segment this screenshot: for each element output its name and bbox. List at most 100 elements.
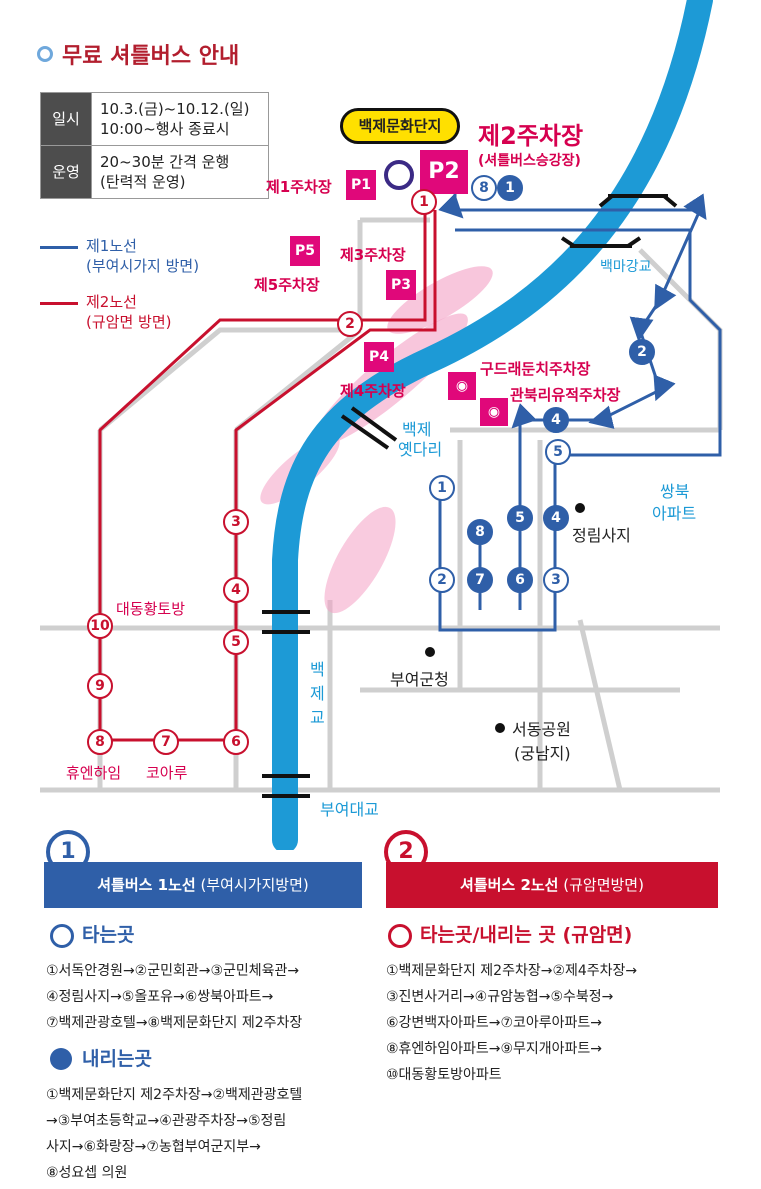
daedong-label: 대동황토방 (116, 600, 186, 618)
route2-stop-marker: 6 (223, 729, 249, 755)
parking-p4-badge: P4 (364, 342, 394, 372)
line2-band: 셔틀버스 2노선 (규암면방면) (386, 862, 718, 908)
line2-board-title: 타는곳/내리는 곳 (규암면) (420, 924, 633, 946)
buyeo-county-label: 부여군청 (390, 670, 449, 689)
line1-band-title: 셔틀버스 1노선 (97, 876, 196, 894)
schedule-line: (탄력적 운영) (100, 173, 186, 191)
parking-p2-badge: P2 (420, 150, 468, 194)
route1-stop-marker: 5 (507, 505, 533, 531)
parking-p5-badge: P5 (290, 236, 320, 266)
line1-alight-title: 내리는곳 (82, 1048, 152, 1070)
schedule-value: 20~30분 간격 운행 (탄력적 운영) (91, 145, 269, 199)
schedule-row-operation: 운영 20~30분 간격 운행 (탄력적 운영) (40, 145, 269, 199)
gwanbuk-label: 관북리유적주차장 (510, 386, 621, 404)
parking-p3-badge: P3 (386, 270, 416, 300)
baekje-bridge-label-2: 제 (310, 684, 325, 703)
p4-label: 제4주차장 (340, 382, 406, 400)
stop-line: ①서독안경원→②군민회관→③군민체육관→ (46, 963, 300, 979)
huen-label: 휴엔하임 (66, 764, 122, 782)
stop-line: →③부여초등학교→④관광주차장→⑤정림 (46, 1113, 287, 1129)
legend-line2: 제2노선 (규암면 방면) (86, 292, 171, 332)
line2-band-title: 셔틀버스 2노선 (460, 876, 559, 894)
gudrae-label: 구드래둔치주차장 (480, 360, 591, 378)
line1-alight-stops: ①백제문화단지 제2주차장→②백제관광호텔 →③부여초등학교→④관광주차장→⑤정… (46, 1082, 362, 1186)
legend-line2-label: 제2노선 (86, 293, 137, 311)
seodong-park-label-2: (궁남지) (514, 744, 571, 763)
p2-subtitle: (셔틀버스승강장) (478, 153, 581, 169)
shuttle-route-map (40, 0, 723, 850)
stop-line: ⑥강변백자아파트→⑦코아루아파트→ (386, 1015, 603, 1031)
route2-stop-marker: 8 (87, 729, 113, 755)
street-network (40, 217, 723, 793)
route2-stop-marker: 5 (223, 629, 249, 655)
schedule-row-date: 일시 10.3.(금)~10.12.(일) 10:00~행사 종료시 (40, 92, 269, 146)
p3-label: 제3주차장 (340, 246, 406, 264)
line1-band: 셔틀버스 1노선 (부여시가지방면) (44, 862, 362, 908)
p1-label: 제1주차장 (266, 178, 332, 196)
route1-stop-marker: 1 (429, 475, 455, 501)
stop-line: ④정림사지→⑤올포유→⑥쌍북아파트→ (46, 989, 274, 1005)
schedule-table: 일시 10.3.(금)~10.12.(일) 10:00~행사 종료시 운영 20… (40, 92, 269, 199)
stop-line: ⑧성요셉 의원 (46, 1165, 128, 1181)
route1-stop-marker: 8 (467, 519, 493, 545)
baekje-bridge-label-1: 백 (310, 660, 325, 679)
stop-line: 사지→⑥화랑장→⑦농협부여군지부→ (46, 1139, 261, 1155)
stop-line: ③진변사거리→④규암농협→⑤수북정→ (386, 989, 614, 1005)
line1-board-stops: ①서독안경원→②군민회관→③군민체육관→ ④정림사지→⑤올포유→⑥쌍북아파트→ … (46, 958, 362, 1036)
legend-line1: 제1노선 (부여시가지 방면) (86, 236, 199, 276)
stop-line: ⑩대동황토방아파트 (386, 1067, 502, 1083)
board-alight-circle-icon (388, 924, 412, 948)
route2-stop-marker: 1 (411, 189, 437, 215)
route1-stop-marker: 4 (543, 505, 569, 531)
alight-circle-icon (50, 1048, 72, 1070)
route1-stop-marker: 1 (497, 175, 523, 201)
baekje-old-bridge-label-1: 백제 (402, 420, 432, 439)
legend-line1-label: 제1노선 (86, 237, 137, 255)
route2-stop-marker: 10 (87, 613, 113, 639)
schedule-line: 10:00~행사 종료시 (100, 120, 230, 138)
route1-stop-marker: 2 (429, 567, 455, 593)
baekje-old-bridge-label-2: 옛다리 (398, 440, 443, 459)
route2-stop-marker: 2 (337, 311, 363, 337)
page-title: 무료 셔틀버스 안내 (62, 44, 240, 69)
route1-stop-marker: 5 (545, 439, 571, 465)
route2-stop-marker: 4 (223, 577, 249, 603)
ssangbuk-label-1: 쌍북 (660, 482, 690, 501)
stop-line: ⑧휴엔하임아파트→⑨무지개아파트→ (386, 1041, 603, 1057)
stop-line: ⑦백제관광호텔→⑧백제문화단지 제2주차장 (46, 1015, 303, 1031)
baekma-bridge-label: 백마강교 (600, 259, 652, 275)
route1-stop-marker: 8 (471, 175, 497, 201)
title-bullet-icon (37, 46, 53, 62)
stop-line: ①백제문화단지 제2주차장→②백제관광호텔 (46, 1087, 303, 1103)
parking-p1-badge: P1 (346, 170, 376, 200)
gwanbuk-parking-icon: ◉ (480, 398, 508, 426)
jeongnimsaji-label: 정림사지 (572, 526, 631, 545)
route1-stop-marker: 4 (543, 407, 569, 433)
route1-stop-marker: 2 (629, 339, 655, 365)
baekje-complex-label: 백제문화단지 (340, 108, 460, 144)
buyeo-bridge-label: 부여대교 (320, 800, 379, 819)
legend-line2-sub: (규암면 방면) (86, 313, 172, 331)
legend-line2-swatch (40, 302, 78, 305)
stop-line: ①백제문화단지 제2주차장→②제4주차장→ (386, 963, 638, 979)
board-circle-icon (50, 924, 74, 948)
baekje-bridge-label-3: 교 (310, 708, 325, 727)
route1-stop-marker: 7 (467, 567, 493, 593)
schedule-key: 일시 (40, 92, 92, 146)
p2-title: 제2주차장 (478, 122, 584, 150)
route2-stop-marker: 3 (223, 509, 249, 535)
line1-band-sub: (부여시가지방면) (195, 876, 309, 894)
gudrae-parking-icon: ◉ (448, 372, 476, 400)
route1-stop-marker: 3 (543, 567, 569, 593)
legend-line1-swatch (40, 246, 78, 249)
route2-stop-marker: 9 (87, 673, 113, 699)
schedule-line: 10.3.(금)~10.12.(일) (100, 100, 250, 118)
landmark-dots (425, 503, 585, 733)
line1-board-title: 타는곳 (82, 924, 135, 946)
legend-line1-sub: (부여시가지 방면) (86, 257, 200, 275)
schedule-value: 10.3.(금)~10.12.(일) 10:00~행사 종료시 (91, 92, 269, 146)
line2-stops: ①백제문화단지 제2주차장→②제4주차장→ ③진변사거리→④규암농협→⑤수북정→… (386, 958, 718, 1088)
route2-stop-marker: 7 (153, 729, 179, 755)
schedule-key: 운영 (40, 145, 92, 199)
schedule-line: 20~30분 간격 운행 (100, 153, 230, 171)
